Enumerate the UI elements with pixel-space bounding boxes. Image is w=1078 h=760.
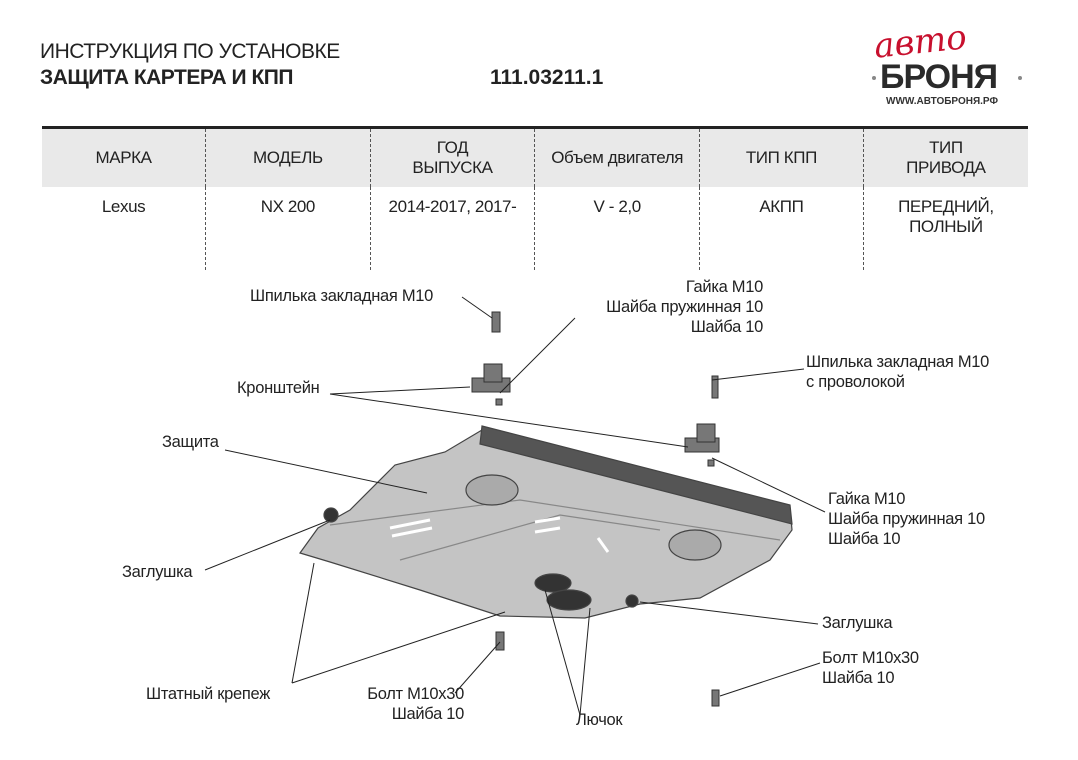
label-line: Шайба пружинная 10 <box>828 510 985 528</box>
label-line: Шайба 10 <box>391 705 465 723</box>
cell-year: 2014-2017, 2017- <box>369 187 535 270</box>
label-line: Гайка М10 <box>685 278 763 296</box>
logo-dot <box>1018 76 1022 80</box>
col-header: МОДЕЛЬ <box>205 127 371 187</box>
cell-text: ПЕРЕДНИЙ, <box>898 197 994 216</box>
cell-engine: V - 2,0 <box>534 187 700 270</box>
col-header: МАРКА <box>42 127 206 187</box>
header-text: ТИП <box>929 138 963 157</box>
label-bracket: Кронштейн <box>237 379 320 397</box>
label-nut-top: Гайка М10 Шайба пружинная 10 Шайба 10 <box>606 277 763 337</box>
label-plug-left: Заглушка <box>122 563 193 581</box>
label-stud-wire: Шпилька закладная М10 с проволокой <box>806 352 989 392</box>
cell-text: ПОЛНЫЙ <box>909 217 983 236</box>
header-text: ТИП КПП <box>745 148 817 167</box>
label-line: Болт М10х30 <box>822 649 919 667</box>
cell-drive: ПЕРЕДНИЙ,ПОЛНЫЙ <box>862 187 1028 270</box>
logo-url: WWW.АВТОБРОНЯ.РФ <box>886 96 999 107</box>
skid-plate <box>299 425 793 619</box>
label-line: Шайба 10 <box>822 669 895 687</box>
label-plug-right: Заглушка <box>822 614 893 632</box>
label-standard-fasteners: Штатный крепеж <box>146 685 270 703</box>
label-line: Болт М10х30 <box>367 685 464 703</box>
leader-lines <box>204 296 826 716</box>
header-text: ПРИВОДА <box>906 158 986 177</box>
hardware-parts <box>471 311 720 707</box>
doc-subtitle: ЗАЩИТА КАРТЕРА И КПП <box>40 66 293 89</box>
label-bolt-left: Болт М10х30 Шайба 10 <box>367 684 464 724</box>
label-nut-right: Гайка М10 Шайба пружинная 10 Шайба 10 <box>828 489 985 549</box>
part-number: 111.03211.1 <box>490 66 604 89</box>
cell-model: NX 200 <box>205 187 371 270</box>
cell-text: V - 2,0 <box>593 197 642 216</box>
header-text: ВЫПУСКА <box>412 158 493 177</box>
label-line: Шайба 10 <box>828 530 901 548</box>
cell-text: 2014-2017, 2017- <box>388 197 517 216</box>
col-header: ТИП КПП <box>698 127 864 187</box>
cell-text: Lexus <box>101 197 146 216</box>
header-text: МАРКА <box>95 148 152 167</box>
cell-text: АКПП <box>759 197 804 216</box>
cell-gearbox: АКПП <box>698 187 864 270</box>
header-text: МОДЕЛЬ <box>252 148 323 167</box>
label-line: Шайба пружинная 10 <box>606 298 763 316</box>
label-line: Гайка М10 <box>828 490 906 508</box>
logo-brand: БРОНЯ <box>880 58 998 96</box>
table-row: Lexus NX 200 2014-2017, 2017- V - 2,0 АК… <box>42 187 1028 270</box>
label-hatch: Лючок <box>576 711 623 729</box>
logo-dot <box>872 76 876 80</box>
label-bolt-right: Болт М10х30 Шайба 10 <box>822 648 919 688</box>
label-stud-top: Шпилька закладная М10 <box>250 287 434 305</box>
label-line: Шпилька закладная М10 <box>806 353 990 371</box>
label-guard: Защита <box>162 433 219 451</box>
header-text: Объем двигателя <box>551 148 684 167</box>
label-line: с проволокой <box>806 373 905 391</box>
cell-text: NX 200 <box>260 197 316 216</box>
doc-title: ИНСТРУКЦИЯ ПО УСТАНОВКЕ <box>40 40 340 63</box>
col-header: Объем двигателя <box>534 127 700 187</box>
header-text: ГОД <box>436 138 469 157</box>
cell-make: Lexus <box>42 187 206 270</box>
label-line: Шайба 10 <box>690 318 764 336</box>
brand-logo: авто БРОНЯ WWW.АВТОБРОНЯ.РФ <box>862 17 1032 112</box>
